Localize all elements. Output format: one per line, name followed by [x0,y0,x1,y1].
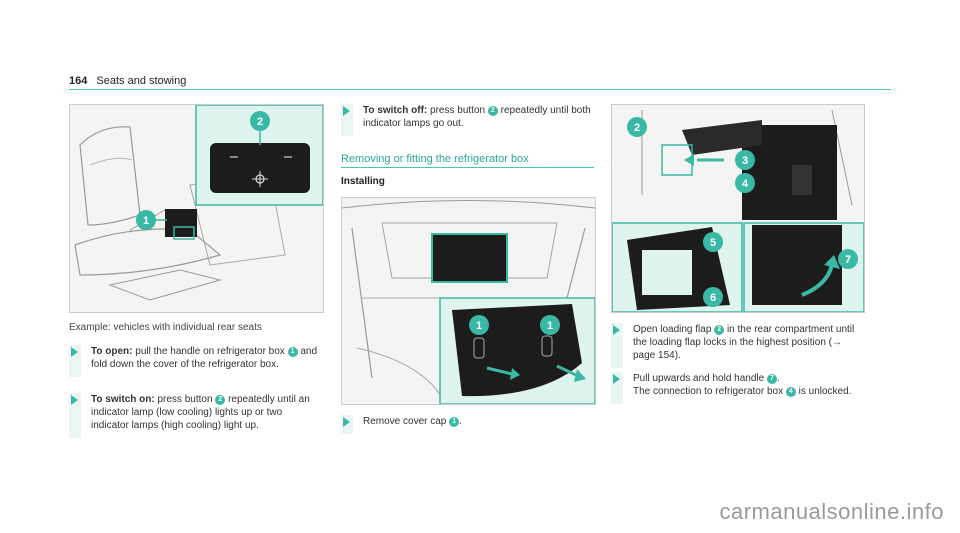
callout-2: 2 [257,116,263,128]
arrow-icon [71,395,78,405]
callout-5: 5 [710,237,716,249]
callout-1: 1 [476,320,482,332]
arrow-icon [343,417,350,427]
figure-loading-flap: 2 3 4 5 6 7 [611,104,865,313]
figure-caption: Example: vehicles with individual rear s… [69,322,262,333]
callout-3: 3 [742,155,748,167]
callout-6: 6 [710,292,716,304]
callout-4: 4 [742,178,749,190]
header-rule [69,89,891,90]
step-switch-off: To switch off: press button 2 repeatedly… [341,104,594,136]
arrow-icon [613,374,620,384]
callout-1: 1 [547,320,553,332]
figure-trunk: 1 1 [341,197,596,405]
ref-number: 2 [215,395,226,405]
step-pull-handle: Pull upwards and hold handle 7.The conne… [611,372,863,404]
step-open: To open: pull the handle on refrigerator… [69,345,322,377]
step-switch-on: To switch on: press button 2 repeatedly … [69,393,322,438]
figure-rear-seat: 2 1 [69,104,324,313]
watermark: carmanualsonline.info [719,499,944,524]
ref-number: 1 [287,347,298,357]
step-remove-cap: Remove cover cap 1. [341,415,594,434]
ref-number: 4 [785,387,796,397]
arrow-icon [71,347,78,357]
subheading: Installing [341,176,385,187]
arrow-icon [343,106,350,116]
ref-number: 7 [766,374,777,384]
step-open-flap: Open loading flap 2 in the rear compartm… [611,323,863,368]
section-heading: Removing or fitting the refrigerator box [341,153,529,165]
section-title: Seats and stowing [96,75,187,87]
callout-2: 2 [634,122,640,134]
ref-number: 2 [714,325,725,335]
callout-7: 7 [845,254,851,266]
arrow-icon [613,325,620,335]
page-number: 164 [69,75,88,87]
section-rule [341,167,594,168]
ref-number: 2 [487,106,498,116]
callout-badge [250,111,270,131]
ref-number: 1 [449,417,460,427]
callout-1: 1 [143,215,149,227]
page-header: 164 Seats and stowing [69,75,186,87]
